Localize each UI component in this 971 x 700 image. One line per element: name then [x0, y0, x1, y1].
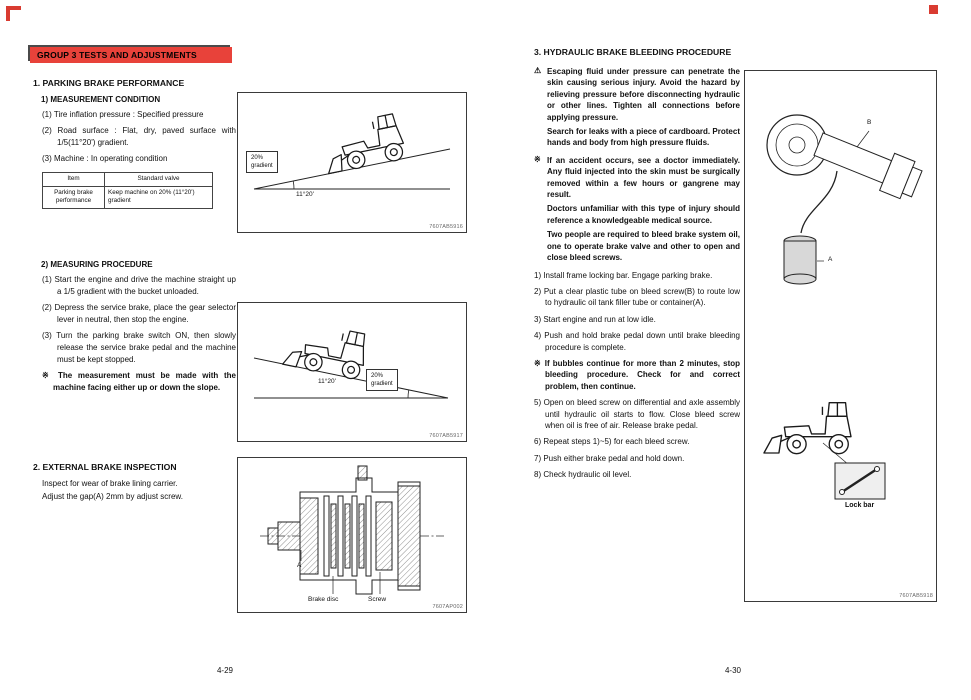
- figure-brake-disc-section: A Brake disc Screw 7607AP002: [237, 457, 467, 613]
- caution-block: ※ If an accident occurs, see a doctor im…: [534, 155, 740, 264]
- measurement-condition-title: 1) MEASUREMENT CONDITION: [41, 95, 161, 104]
- label-lock-bar: Lock bar: [845, 502, 875, 509]
- gradient-label-box: 20% gradient: [246, 151, 278, 173]
- bleeding-procedure-column: ⚠ Escaping fluid under pressure can pene…: [534, 66, 740, 486]
- carrier-block: [277, 521, 301, 551]
- caution-paragraph: Doctors unfamiliar with this type of inj…: [547, 204, 740, 225]
- lock-bar-leader: [822, 442, 850, 466]
- wheel-loader-drawing: [281, 318, 371, 382]
- piston-block: [375, 501, 393, 571]
- axle-and-loader-illustration: [763, 114, 923, 500]
- gradient-word: gradient: [371, 381, 393, 387]
- section1-title: 1. PARKING BRAKE PERFORMANCE: [33, 78, 185, 88]
- page-number-right: 4-30: [724, 666, 741, 675]
- gradient-percent: 20%: [371, 373, 384, 379]
- axle-tube: [813, 132, 923, 200]
- external-brake-inspection-block: 2. EXTERNAL BRAKE INSPECTION Inspect for…: [33, 462, 237, 503]
- figure-code: 7607AB5916: [429, 224, 463, 230]
- page-number-left: 4-29: [216, 666, 233, 675]
- group-header: GROUP 3 TESTS AND ADJUSTMENTS: [30, 47, 232, 63]
- caution-paragraph: Two people are required to bleed brake s…: [547, 230, 740, 263]
- crop-mark-top-left-icon: [6, 6, 21, 21]
- angle-label: 11°20': [296, 191, 314, 198]
- figure-code: 7607AB5918: [899, 593, 933, 599]
- measuring-procedure-block: 2) MEASURING PROCEDURE (1) Start the eng…: [33, 260, 237, 398]
- section2-title: 2. EXTERNAL BRAKE INSPECTION: [33, 462, 177, 472]
- inspection-line: Inspect for wear of brake lining carrier…: [42, 479, 178, 488]
- label-b-leader: [856, 130, 870, 148]
- loader-on-slope-illustration: [253, 318, 449, 399]
- procedure-step: 5) Open on bleed screw on differential a…: [534, 398, 740, 430]
- table-cell-value: Keep machine on 20% (11°20') gradient: [104, 185, 213, 209]
- label-a: A: [828, 256, 833, 263]
- section3-title: 3. HYDRAULIC BRAKE BLEEDING PROCEDURE: [534, 47, 732, 57]
- angle-arc: [292, 180, 295, 190]
- figure-code: 7607AB5917: [429, 433, 463, 439]
- label-a: A: [297, 562, 302, 569]
- procedure-step: 1) Install frame locking bar. Engage par…: [534, 270, 713, 280]
- warning-block: ⚠ Escaping fluid under pressure can pene…: [534, 66, 740, 149]
- label-b: B: [867, 119, 872, 126]
- figure-brake-bleeding: B A Lock bar 7607AB5918: [744, 70, 937, 602]
- procedure-step: 7) Push either brake pedal and hold down…: [534, 453, 685, 463]
- measurement-note: ※ The measurement must be made with the …: [42, 371, 236, 392]
- oil-container: [783, 240, 817, 280]
- procedure-item: (3) Turn the parking brake switch ON, th…: [42, 331, 236, 364]
- figure-parking-brake-gradient-1: 20% gradient 11°20' 7607AB5916: [237, 92, 467, 233]
- condition-item: (2) Road surface : Flat, dry, paved surf…: [42, 126, 236, 147]
- inspection-line: Adjust the gap(A) 2mm by adjust screw.: [42, 491, 183, 501]
- slope-line: [253, 148, 451, 190]
- procedure-item: (1) Start the engine and drive the machi…: [42, 275, 236, 296]
- warning-paragraph: Search for leaks with a piece of cardboa…: [547, 127, 740, 148]
- procedure-step: 2) Put a clear plastic tube on bleed scr…: [534, 286, 740, 308]
- table-cell-item: Parking brake performance: [42, 185, 105, 209]
- procedure-step: 6) Repeat steps 1)~5) for each bleed scr…: [534, 437, 690, 447]
- brake-section-illustration: [260, 465, 444, 595]
- figure-parking-brake-gradient-2: 11°20' 20% gradient 7607AB5917: [237, 302, 467, 442]
- procedure-step: 8) Check hydraulic oil level.: [534, 470, 632, 480]
- caution-paragraph: If an accident occurs, see a doctor imme…: [547, 155, 740, 200]
- loader-on-slope-illustration: [253, 112, 451, 190]
- procedure-item: (2) Depress the service brake, place the…: [42, 303, 236, 324]
- procedure-step: 3) Start engine and run at low idle.: [534, 314, 656, 324]
- bleed-tube: [800, 170, 838, 234]
- table-header-standard: Standard valve: [104, 172, 213, 187]
- wheel-loader-drawing: [763, 401, 852, 455]
- angle-label: 11°20': [318, 378, 336, 385]
- lock-bar: [841, 467, 878, 494]
- gradient-label-box: 20% gradient: [366, 369, 398, 391]
- warning-paragraph: Escaping fluid under pressure can penetr…: [547, 67, 740, 122]
- angle-arc: [407, 389, 410, 399]
- procedure-step: 4) Push and hold brake pedal down until …: [534, 331, 740, 352]
- table-header-item: Item: [42, 172, 105, 187]
- standard-value-table: Item Standard valve Parking brake perfor…: [42, 172, 213, 209]
- wheel-loader-drawing: [318, 112, 408, 175]
- measuring-procedure-title: 2) MEASURING PROCEDURE: [41, 260, 153, 269]
- label-brake-disc: Brake disc: [308, 596, 339, 603]
- warning-icon: ⚠: [534, 66, 542, 75]
- condition-item: (3) Machine : In operating condition: [42, 154, 168, 163]
- label-screw: Screw: [368, 596, 387, 603]
- left-hatch-block: [299, 497, 319, 575]
- figure-code: 7607AP002: [432, 604, 463, 610]
- top-bolt: [357, 465, 368, 481]
- note-marker-icon: ※: [534, 154, 541, 164]
- condition-item: (1) Tire inflation pressure : Specified …: [42, 110, 204, 119]
- gradient-word: gradient: [251, 163, 273, 169]
- gradient-percent: 20%: [251, 155, 264, 161]
- crop-mark-top-right-icon: [929, 5, 938, 14]
- right-hatch-block: [397, 485, 421, 587]
- measurement-condition-block: 1. PARKING BRAKE PERFORMANCE 1) MEASUREM…: [33, 78, 237, 209]
- adjust-screw-stub: [267, 527, 279, 545]
- bubble-note: ※ If bubbles continue for more than 2 mi…: [534, 358, 740, 391]
